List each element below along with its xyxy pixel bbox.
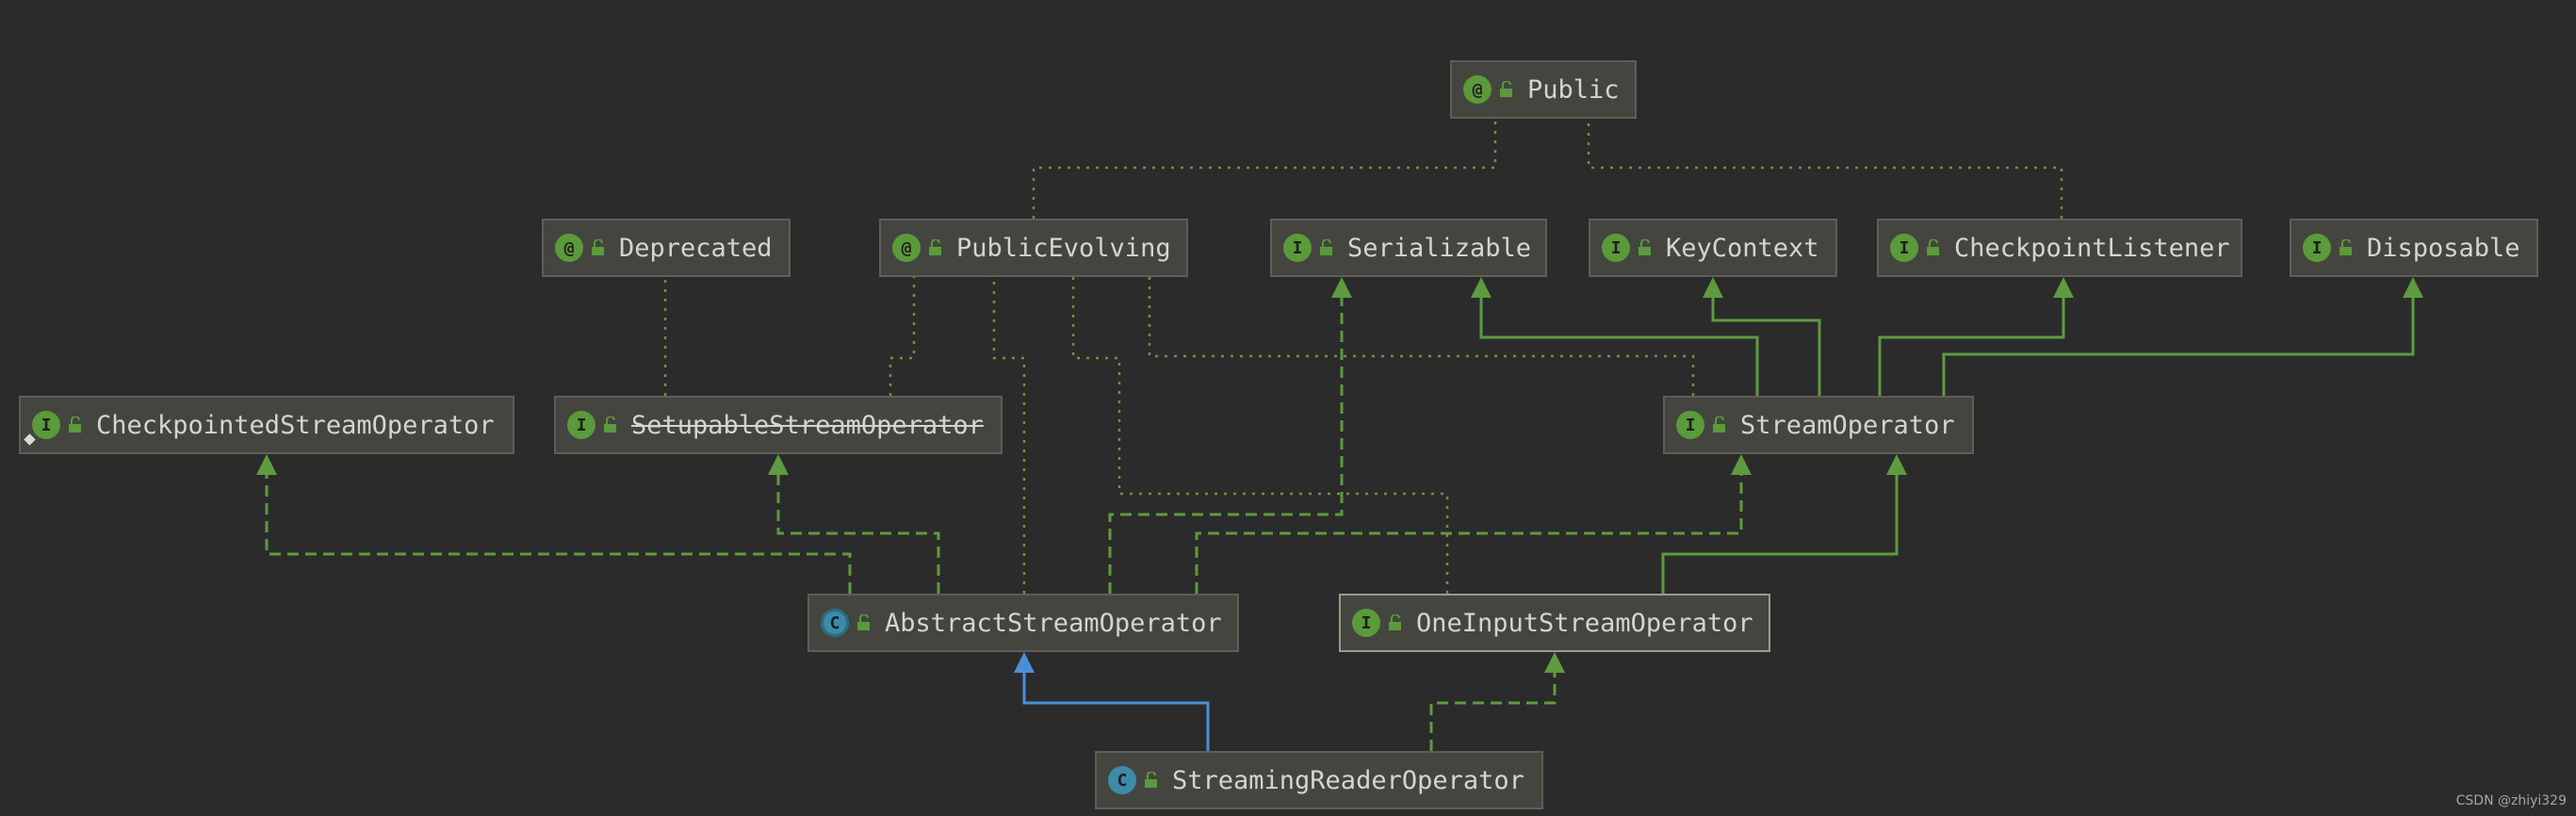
node-checkpoint-listener[interactable]: I CheckpointListener	[1877, 219, 2242, 277]
node-label: AbstractStreamOperator	[885, 608, 1222, 638]
inner-class-marker-icon	[22, 432, 38, 448]
node-label: Disposable	[2367, 233, 2520, 263]
node-stream-operator[interactable]: I StreamOperator	[1663, 396, 1974, 454]
unlock-icon	[1500, 81, 1512, 97]
interface-icon: I	[22, 411, 60, 448]
node-serializable[interactable]: I Serializable	[1270, 219, 1547, 277]
node-label: StreamingReaderOperator	[1172, 765, 1524, 795]
annotation-icon: @	[555, 234, 583, 262]
unlock-icon	[1389, 614, 1401, 630]
node-disposable[interactable]: I Disposable	[2290, 219, 2538, 277]
node-key-context[interactable]: I KeyContext	[1589, 219, 1837, 277]
node-label: Public	[1527, 74, 1620, 105]
edge-stream-operator-to-public-evolving	[1148, 277, 1695, 396]
interface-icon: I	[1676, 411, 1704, 439]
arrowhead	[2403, 277, 2423, 298]
node-deprecated[interactable]: @ Deprecated	[542, 219, 791, 277]
unlock-icon	[1927, 239, 1939, 255]
arrowhead	[1703, 277, 1723, 298]
node-public[interactable]: @ Public	[1450, 60, 1637, 119]
node-one-input-stream-operator[interactable]: I OneInputStreamOperator	[1339, 594, 1770, 652]
edge-stream-operator-to-key-context	[1703, 277, 1821, 396]
node-abstract-stream-operator[interactable]: C AbstractStreamOperator	[807, 594, 1239, 652]
arrowhead	[1544, 652, 1565, 673]
edge-checkpoint-listener-to-public	[1587, 119, 2063, 219]
arrowhead	[1331, 277, 1352, 298]
edge-stream-operator-to-checkpoint-listener	[1878, 277, 2074, 396]
edge-abstract-stream-operator-to-checkpointed-stream-operator	[256, 454, 852, 594]
edge-one-input-stream-operator-to-public-evolving	[1071, 277, 1449, 594]
unlock-icon	[2340, 239, 2352, 255]
arrowhead	[1731, 454, 1752, 475]
unlock-icon	[1639, 239, 1651, 255]
node-label: OneInputStreamOperator	[1416, 608, 1753, 638]
edge-streaming-reader-operator-to-one-input-stream-operator	[1429, 652, 1565, 751]
edge-abstract-stream-operator-to-stream-operator	[1195, 454, 1752, 594]
node-label: SetupableStreamOperator	[631, 410, 984, 440]
node-public-evolving[interactable]: @ PublicEvolving	[879, 219, 1188, 277]
unlock-icon	[1713, 416, 1725, 432]
edge-abstract-stream-operator-to-serializable	[1108, 277, 1352, 594]
unlock-icon	[592, 239, 604, 255]
unlock-icon	[929, 239, 941, 255]
arrowhead	[1014, 652, 1035, 673]
arrowhead	[1886, 454, 1907, 475]
annotation-icon: @	[892, 234, 921, 262]
arrowhead	[1471, 277, 1492, 298]
watermark: CSDN @zhiyi329	[2455, 793, 2567, 808]
interface-icon: I	[1890, 234, 1918, 262]
node-streaming-reader-operator[interactable]: C StreamingReaderOperator	[1095, 751, 1543, 809]
unlock-icon	[69, 416, 81, 432]
abstract-class-icon: C	[821, 609, 849, 637]
unlock-icon	[1145, 772, 1157, 788]
unlock-icon	[857, 614, 870, 630]
node-label: CheckpointedStreamOperator	[96, 410, 495, 440]
arrowhead	[256, 454, 277, 475]
arrowhead	[768, 454, 789, 475]
class-icon: C	[1108, 766, 1136, 794]
node-label: PublicEvolving	[956, 233, 1171, 263]
node-label: StreamOperator	[1740, 410, 1955, 440]
node-checkpointed-stream-operator[interactable]: I CheckpointedStreamOperator	[19, 396, 514, 454]
arrowhead	[2053, 277, 2074, 298]
interface-icon: I	[1602, 234, 1630, 262]
interface-icon: I	[1283, 234, 1312, 262]
node-label: Deprecated	[619, 233, 773, 263]
edge-setupable-stream-operator-to-public-evolving	[889, 277, 916, 396]
node-setupable-stream-operator[interactable]: I SetupableStreamOperator	[554, 396, 1003, 454]
interface-icon: I	[2303, 234, 2331, 262]
interface-icon: I	[1352, 609, 1380, 637]
node-label: KeyContext	[1666, 233, 1819, 263]
edge-stream-operator-to-serializable	[1471, 277, 1759, 396]
unlock-icon	[604, 416, 616, 432]
node-label: CheckpointListener	[1954, 233, 2230, 263]
edge-stream-operator-to-disposable	[1942, 277, 2423, 396]
unlock-icon	[1320, 239, 1332, 255]
edge-public-evolving-to-public	[1032, 119, 1497, 219]
annotation-icon: @	[1463, 75, 1492, 104]
edge-streaming-reader-operator-to-abstract-stream-operator	[1014, 652, 1210, 751]
edge-one-input-stream-operator-to-stream-operator	[1661, 454, 1907, 594]
edge-abstract-stream-operator-to-setupable-stream-operator	[768, 454, 940, 594]
node-label: Serializable	[1347, 233, 1532, 263]
interface-icon: I	[567, 411, 595, 439]
